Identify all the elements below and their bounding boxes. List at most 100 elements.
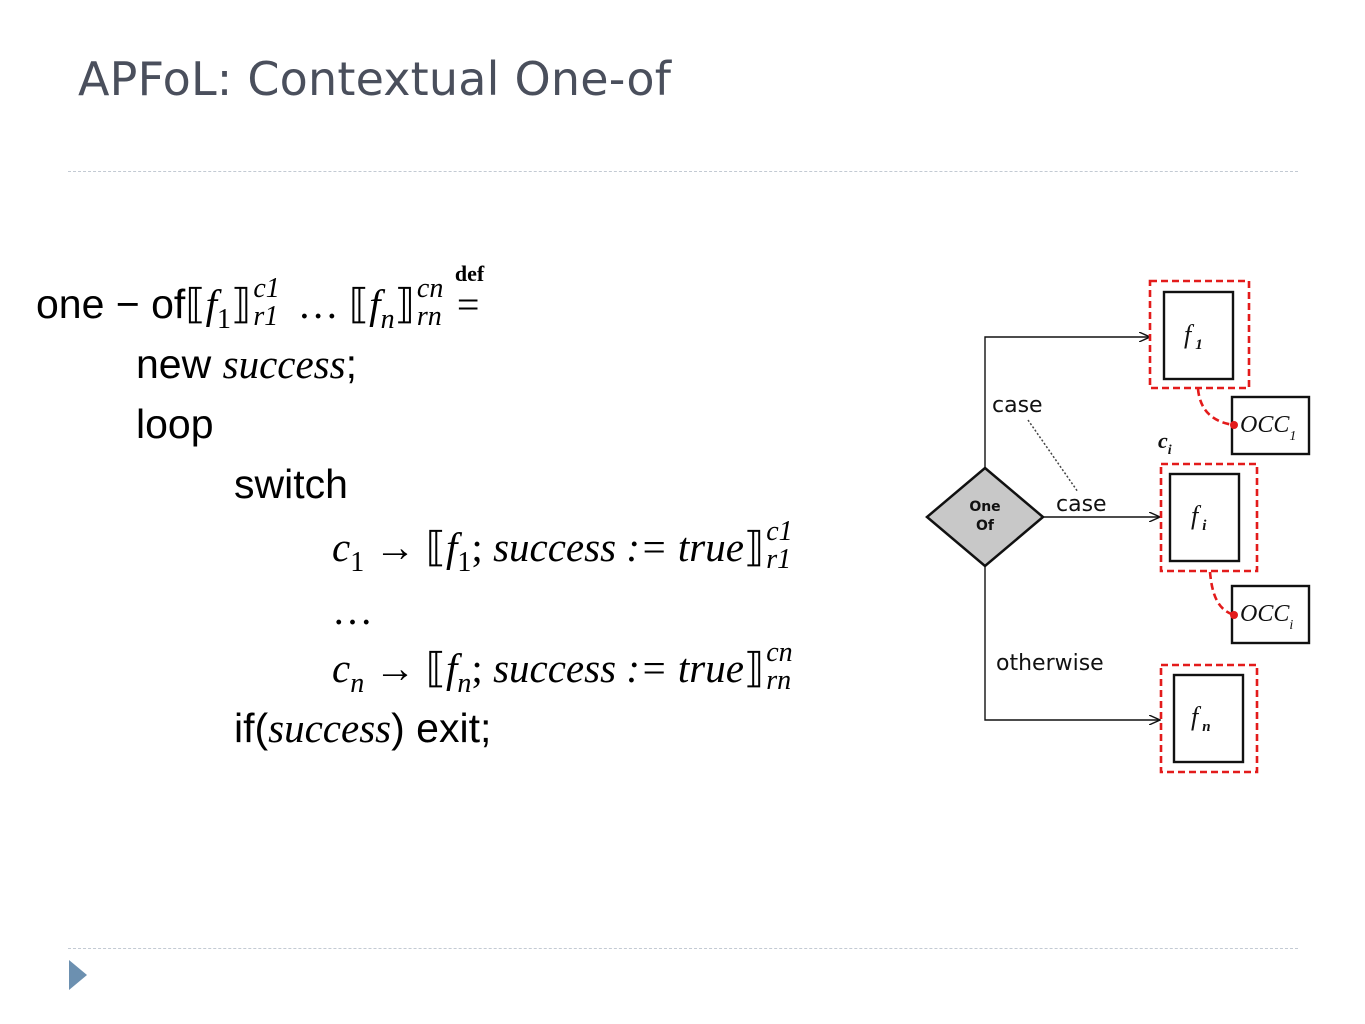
bracket-close: ⟧: [394, 281, 415, 327]
def-label: def: [454, 261, 485, 287]
loop-keyword: loop: [136, 401, 214, 447]
switch-keyword: switch: [234, 461, 348, 507]
semicolon: ;: [471, 645, 483, 691]
ci-sub: i: [1167, 443, 1172, 458]
exit-keyword: ) exit;: [391, 705, 492, 751]
f1-f: f: [1184, 320, 1192, 349]
case-dotted-link: [1027, 419, 1079, 493]
ci-c: c: [1158, 428, 1168, 453]
subscript: rn: [766, 665, 792, 697]
one-of-diamond: [925, 466, 1045, 568]
c-symbol: c: [332, 645, 351, 691]
f-symbol: f: [205, 281, 218, 327]
occi-connector: [1208, 571, 1235, 617]
subscript: r1: [766, 544, 792, 576]
arrow: →: [364, 524, 426, 570]
ci-label: ci: [1158, 430, 1172, 458]
occ1-text: OCC: [1240, 412, 1290, 438]
ellipsis: …: [332, 587, 373, 633]
fi-sub: i: [1202, 518, 1207, 534]
bracket-open: ⟦: [348, 281, 370, 327]
diamond-line-2: Of: [976, 517, 994, 534]
c-symbol: c: [332, 524, 351, 570]
semicolon: ;: [345, 341, 357, 387]
assignment: success := true: [482, 524, 744, 570]
superscript: c1: [766, 516, 793, 548]
occ1-connector: [1196, 388, 1235, 427]
index: 1: [457, 547, 472, 578]
occi-label: OCCi: [1240, 602, 1293, 633]
bracket-open: ⟦: [425, 645, 447, 691]
diamond-label: One Of: [960, 498, 1010, 536]
equals-sign: =: [456, 282, 480, 328]
occ1-label: OCC1: [1240, 413, 1296, 444]
bracket-open: ⟦: [185, 281, 206, 327]
f-symbol: f: [446, 524, 458, 570]
definition-equals: def=: [451, 263, 495, 328]
index: 1: [217, 304, 232, 335]
bracket-close: ⟧: [743, 645, 765, 691]
subscript: r1: [253, 301, 279, 333]
arrow: →: [364, 645, 426, 691]
fi-dashed-box: [1159, 462, 1259, 573]
if-keyword: if(: [234, 705, 269, 751]
next-slide-arrow-icon[interactable]: [69, 960, 87, 990]
fn-dashed-box: [1159, 663, 1259, 774]
edge-label-otherwise: otherwise: [996, 651, 1104, 676]
index: n: [457, 668, 472, 699]
index: 1: [350, 547, 365, 578]
success-var: success: [222, 341, 346, 387]
edge-to-f1: [984, 337, 1150, 470]
index: n: [380, 304, 395, 335]
footer-divider: [68, 948, 1298, 949]
f1-sub: 1: [1195, 337, 1203, 353]
slide-title: APFoL: Contextual One-of: [78, 52, 672, 106]
bracket-close: ⟧: [231, 281, 252, 327]
bracket-open: ⟦: [425, 524, 447, 570]
one-of-keyword: one − of: [36, 281, 186, 327]
subscript: rn: [416, 301, 442, 333]
assignment: success := true: [482, 645, 744, 691]
superscript: cn: [766, 637, 793, 669]
occ1-sub: 1: [1289, 429, 1297, 444]
f-symbol: f: [369, 281, 381, 327]
ellipsis: …: [287, 281, 349, 327]
fi-f: f: [1191, 501, 1199, 530]
new-keyword: new: [136, 341, 223, 387]
index: n: [350, 668, 365, 699]
superscript: c1: [253, 273, 280, 305]
formula-line-switch: switch: [234, 464, 348, 505]
diamond-line-1: One: [969, 499, 1001, 515]
occi-text: OCC: [1240, 601, 1290, 627]
occ1-connector-dot: [1230, 421, 1238, 429]
edge-label-case-mid: case: [1056, 492, 1107, 517]
title-divider: [68, 171, 1298, 172]
fn-box: [1172, 673, 1245, 764]
f-symbol: f: [446, 645, 458, 691]
edge-label-case-top: case: [992, 393, 1043, 418]
f1-box: [1162, 290, 1235, 381]
success-var: success: [268, 705, 392, 751]
edge-to-fn: [984, 565, 1160, 720]
diagram-canvas: [925, 279, 1311, 774]
formula-line-new: new success;: [136, 344, 357, 385]
occi-box: [1230, 584, 1311, 645]
fn-f: f: [1191, 702, 1199, 731]
formula-line-if-exit: if(success) exit;: [234, 708, 491, 749]
occi-connector-dot: [1230, 611, 1238, 619]
formula-line-ellipsis: …: [332, 590, 373, 631]
fn-sub: n: [1202, 719, 1211, 735]
occi-sub: i: [1289, 618, 1294, 633]
fi-box: [1168, 472, 1241, 563]
